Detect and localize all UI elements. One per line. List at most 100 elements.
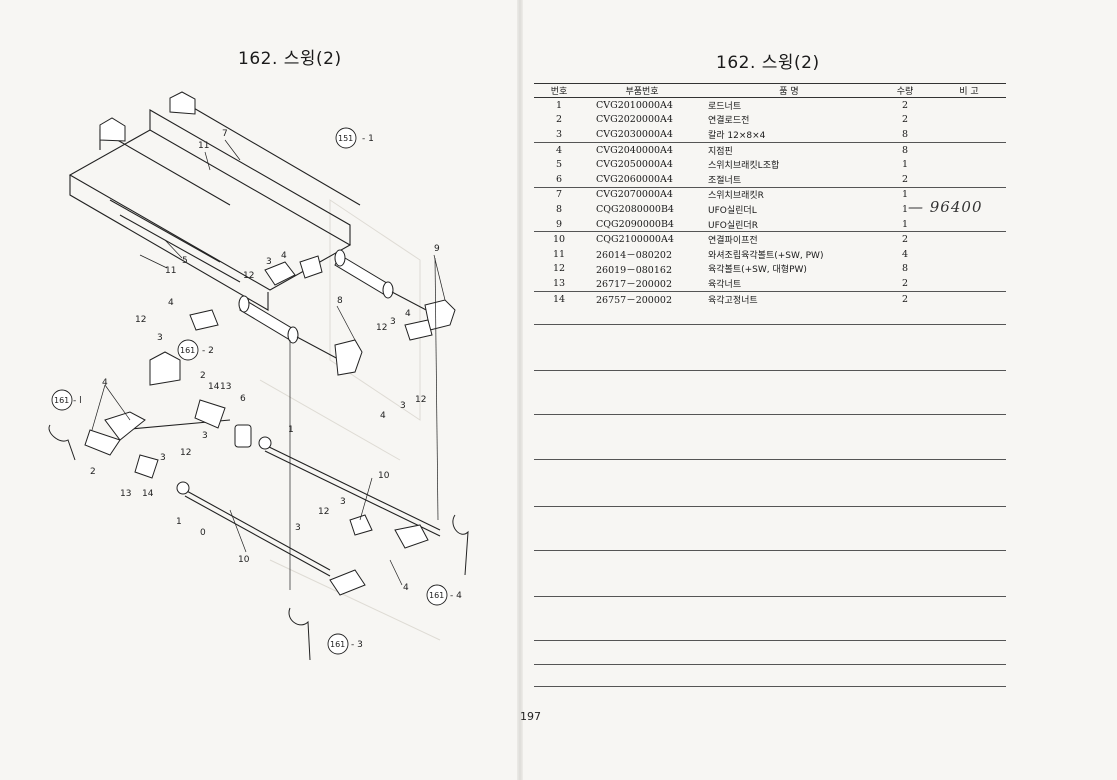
- cell-name: 스위치브래킷L조합: [708, 161, 780, 172]
- rule-line: [534, 414, 1006, 415]
- cell-name: 로드너트: [708, 101, 742, 112]
- svg-text:3: 3: [160, 453, 166, 463]
- cell-remark: [932, 157, 1006, 172]
- cell-no: 2: [555, 114, 563, 126]
- cell-no: 7: [555, 189, 563, 201]
- cylinder-l: [238, 295, 363, 376]
- cell-remark: [932, 291, 1006, 306]
- svg-text:9: 9: [434, 244, 440, 254]
- cell-remark: [932, 262, 1006, 277]
- header-part-no: 부품번호: [584, 83, 700, 98]
- cell-remark: [932, 113, 1006, 128]
- header-qty: 수량: [878, 83, 932, 98]
- svg-text:0: 0: [200, 528, 206, 538]
- svg-text:1: 1: [288, 425, 294, 435]
- cell-no: 14: [552, 293, 566, 305]
- cell-remark: [932, 98, 1006, 113]
- cell-name: 조절너트: [700, 171, 878, 188]
- svg-text:8: 8: [337, 296, 343, 306]
- svg-text:3: 3: [400, 401, 406, 411]
- svg-text:161: 161: [54, 396, 69, 405]
- svg-text:12: 12: [376, 323, 387, 333]
- cell-no: 8: [555, 203, 563, 215]
- cell-no: 12: [552, 263, 566, 275]
- cell-part-no: 26014－080202: [596, 250, 672, 262]
- cell-qty: 2: [901, 114, 909, 126]
- cell-name: 지점핀: [708, 146, 733, 157]
- svg-text:12: 12: [243, 271, 254, 281]
- header-name: 품 명: [700, 83, 878, 98]
- page-fold: [517, 0, 523, 780]
- svg-text:- l: - l: [73, 396, 82, 406]
- cell-part-no: CVG2060000A4: [584, 171, 700, 188]
- cell-name: 육각볼트(+SW, 대형PW): [708, 265, 807, 276]
- svg-text:14: 14: [142, 489, 154, 499]
- cell-no: 5: [555, 159, 563, 171]
- cell-name: 육각고정너트: [708, 295, 758, 306]
- cell-no: 11: [552, 248, 566, 260]
- svg-text:161: 161: [429, 591, 444, 600]
- top-brackets: [99, 91, 196, 142]
- cell-name: 스위치브래킷R: [708, 191, 764, 202]
- cell-qty: 2: [878, 171, 932, 188]
- cell-remark: [932, 216, 1006, 233]
- svg-text:13: 13: [220, 382, 231, 392]
- cell-remark: [932, 171, 1006, 188]
- cylinder-r: [334, 249, 456, 331]
- exploded-parts-diagram: 11 7 5 11 12 3 4 9 8 4 12 3 12 3 4 4 2 1…: [48, 91, 469, 661]
- svg-text:11: 11: [165, 266, 176, 276]
- cell-qty: 1: [901, 203, 909, 215]
- cell-name: 육각너트: [700, 276, 878, 292]
- cell-name: 연결로드전: [708, 116, 750, 127]
- svg-text:13: 13: [120, 489, 131, 499]
- svg-text:4: 4: [168, 298, 174, 308]
- cell-qty: 2: [878, 276, 932, 292]
- svg-text:12: 12: [415, 395, 426, 405]
- cell-qty: 2: [901, 234, 909, 246]
- svg-text:3: 3: [202, 431, 208, 441]
- rule-line: [534, 596, 1006, 597]
- connecting-pipes: [119, 419, 441, 577]
- table-header: 번호 부품번호 품 명 수량 비 고: [534, 83, 1006, 98]
- cell-part-no: 26757－200002: [596, 295, 672, 307]
- small-parts: [84, 255, 433, 596]
- cell-name: 칼라 12×8×4: [700, 127, 878, 143]
- cell-qty: 8: [901, 263, 909, 275]
- bleed-through-lines: [259, 199, 441, 641]
- cell-part-no: 26019－080162: [596, 264, 672, 276]
- cell-qty: 8: [901, 144, 909, 156]
- cell-part-no: CQG2090000B4: [584, 216, 700, 233]
- cell-remark: [932, 232, 1006, 247]
- cell-qty: 2: [901, 99, 909, 111]
- svg-text:14: 14: [208, 382, 220, 392]
- svg-text:3: 3: [266, 257, 272, 267]
- cell-remark: [932, 127, 1006, 143]
- svg-text:12: 12: [135, 315, 146, 325]
- svg-text:161: 161: [330, 640, 345, 649]
- rule-line: [534, 370, 1006, 371]
- cell-part-no: 26717－200002: [584, 276, 700, 292]
- leader-lines: [91, 139, 446, 590]
- svg-text:4: 4: [403, 583, 409, 593]
- reference-circle-labels: 151 - 1 161 - 2 161 - l 161 - 3 161 - 4: [54, 134, 462, 650]
- swing-arms: [48, 424, 469, 661]
- header-remark: 비 고: [932, 83, 1006, 98]
- svg-text:- 4: - 4: [450, 591, 462, 601]
- svg-text:4: 4: [281, 251, 287, 261]
- rule-line: [534, 459, 1006, 460]
- svg-text:2: 2: [90, 467, 96, 477]
- reference-circles: [51, 127, 448, 655]
- svg-text:- 2: - 2: [202, 346, 214, 356]
- svg-text:- 3: - 3: [351, 640, 363, 650]
- cell-part-no: CVG2010000A4: [596, 99, 673, 111]
- svg-text:3: 3: [295, 523, 301, 533]
- svg-text:151: 151: [338, 134, 353, 143]
- callout-labels: 11 7 5 11 12 3 4 9 8 4 12 3 12 3 4 4 2 1…: [90, 129, 440, 593]
